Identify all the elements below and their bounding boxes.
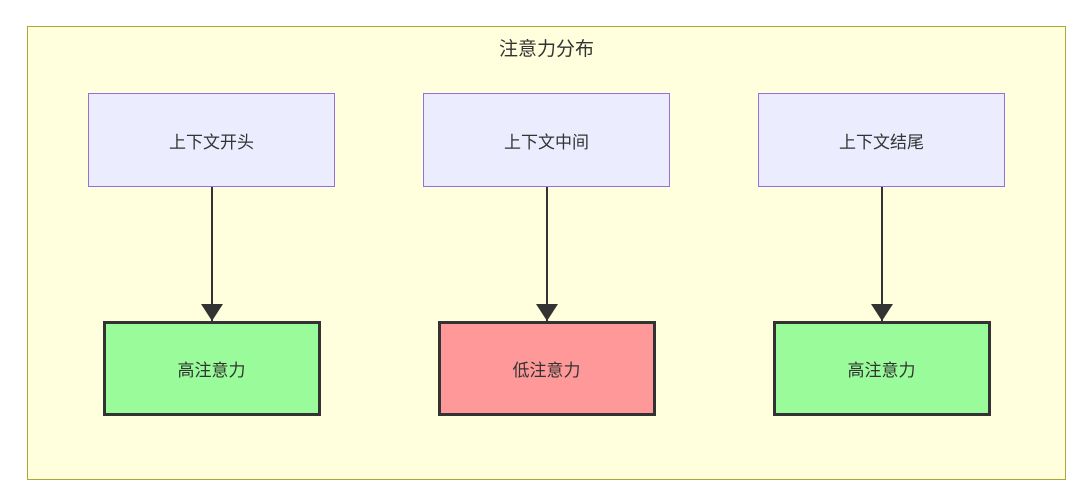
node-context-middle-label: 上下文中间	[504, 132, 589, 152]
arrow-down-icon	[545, 187, 548, 321]
node-low-attention-middle: 低注意力	[437, 321, 656, 416]
node-high-attention-right: 高注意力	[772, 321, 991, 416]
arrow-down-icon	[880, 187, 883, 321]
flow-column-context-beginning: 上下文开头 高注意力	[88, 93, 335, 416]
node-context-beginning-label: 上下文开头	[169, 132, 254, 152]
node-high-attention-left-label: 高注意力	[177, 361, 246, 380]
node-context-beginning: 上下文开头	[88, 93, 335, 187]
node-low-attention-middle-label: 低注意力	[512, 361, 581, 380]
node-context-end: 上下文结尾	[758, 93, 1005, 187]
diagram-title: 注意力分布	[498, 39, 594, 60]
node-context-end-label: 上下文结尾	[839, 132, 924, 152]
node-high-attention-right-label: 高注意力	[847, 361, 916, 380]
flow-column-context-end: 上下文结尾 高注意力	[758, 93, 1005, 416]
node-context-middle: 上下文中间	[423, 93, 670, 187]
diagram-body: 上下文开头 高注意力 上下文中间 低注意力 上下文结尾	[28, 93, 1065, 416]
node-high-attention-left: 高注意力	[102, 321, 321, 416]
flow-column-context-middle: 上下文中间 低注意力	[423, 93, 670, 416]
arrow-down-icon	[210, 187, 213, 321]
attention-distribution-cluster: 注意力分布 上下文开头 高注意力 上下文中间 低注意力	[27, 26, 1066, 480]
